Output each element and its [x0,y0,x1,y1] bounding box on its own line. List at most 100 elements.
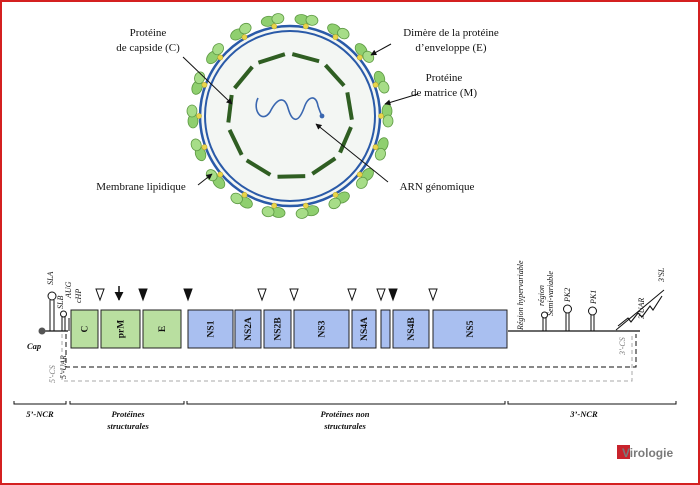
envelope-label-line2: d’enveloppe (E) [415,42,486,54]
gene-box-ns5 [432,309,508,349]
envelope-monomer-icon [382,114,394,128]
pk2-label: PK2 [563,288,572,303]
matrix-protein-icon [201,144,208,150]
virion-labels: Protéine de capside (C) Dimère de la pro… [96,27,499,193]
host-signalase-cleavage-icon [183,288,193,302]
gene-label-c: C [81,325,91,332]
virion-callouts [182,43,419,186]
region-label-nonstructural-line2: structurales [323,421,366,431]
envelope-monomer-icon [305,14,319,26]
matrix-protein-icon [378,113,384,119]
genomic-rna-strand [255,97,323,121]
five-uar-label: 5'-UAR [59,355,68,379]
matrix-protein-icon [271,23,278,30]
envelope-monomer-icon [261,206,275,218]
pk2-loop-icon [563,304,572,314]
envelope-dimer-icon [230,22,252,41]
envelope-dimer-icon [378,103,394,128]
region-bracket [186,401,506,405]
capsid-segment [338,126,353,154]
envelope-monomer-icon [239,22,252,35]
rna-end-dot [319,113,325,119]
envelope-dimer-icon [295,202,320,219]
capsid-segment [233,65,254,90]
rna-label: ARN génomique [400,181,475,193]
envelope-monomer-icon [230,192,243,205]
gene-box-ns2b [263,309,292,349]
matrix-protein-icon [241,191,248,198]
three-sl-strand [615,289,665,331]
sla-loop-icon [47,291,57,301]
gene-label-ns3: NS3 [318,320,328,337]
pk1-stem-icon [590,315,595,331]
gene-box-ns4b [392,309,430,349]
capsid-shell [226,52,354,179]
viral-protease-cleavage-icon [95,288,105,302]
gene-label-ns2b: NS2B [274,317,284,341]
lipid-membrane-inner [204,30,376,202]
capsid-label-line2: de capside (C) [116,42,180,54]
cap-label: Cap [27,341,41,351]
envelope-dimer-icon [372,137,389,161]
envelope-monomer-icon [295,207,309,219]
matrix-protein-icon [356,54,363,61]
gene-label-ns4b: NS4B [407,317,417,341]
envelope-dimer-icon [260,13,285,30]
viral-protease-cleavage-icon [257,288,267,302]
region-label-5ncr: 5’-NCR [26,409,54,419]
cs-cyclization-line [61,334,633,382]
region-bracket [13,401,67,405]
membrane-pointer [197,173,213,186]
region-label-nonstructural-line1: Protéines non [321,409,370,419]
capsid-segment [277,174,306,179]
matrix-protein-icon [217,54,224,61]
matrix-protein-icon [332,191,339,198]
matrix-protein-icon [201,82,208,88]
matrix-protein-icon [372,144,379,150]
rna-pointer [315,123,389,183]
cap-icon [38,327,46,335]
capsid-segment [323,63,346,88]
envelope-monomer-icon [328,197,341,210]
aug-label: AUG [64,281,73,299]
envelope-dimer-icon [190,138,208,162]
capsid-segment [311,156,337,176]
gene-label-ns5: NS5 [466,320,476,337]
region-label-3ncr: 3’-NCR [569,409,598,419]
three-cs-label: 3'-CS [618,337,627,356]
matrix-protein-icon [302,202,309,209]
gene-box-ns4a [351,309,377,349]
capsid-segment [291,52,320,64]
semivariable-loop-icon [541,311,548,319]
chp-label: cHP [74,289,83,303]
region-label-structural-line2: structurales [106,421,149,431]
envelope-dimer-icon [261,202,286,218]
envelope-monomer-icon [337,27,350,40]
matrix-pointer [384,93,419,106]
envelope-monomer-icon [356,176,368,189]
three-sl-label: 3'SL [657,267,666,283]
slb-label: SLB [56,296,65,309]
capsid-segment [345,92,354,121]
envelope-monomer-icon [212,43,224,56]
gene-label-e: E [158,326,168,332]
logo-text: Virologie [622,446,673,460]
envelope-monomer-icon [271,13,285,25]
region-bracket [69,401,185,405]
cleavage-markers [95,286,438,302]
envelope-dimer-icon [327,23,350,41]
envelope-dimer-icon [206,43,224,65]
matrix-label-line1: Protéine [426,72,463,84]
envelope-dimer-icon [191,71,208,95]
slb-loop-icon [60,310,67,318]
hypervariable-label: Région hypervariable [516,260,525,331]
matrix-protein-icon [196,113,202,119]
pk2-stem-icon [565,313,570,331]
envelope-dimer-icon [294,14,319,30]
sla-stem-icon [49,300,55,331]
region-label-structural-line1: Protéines [111,409,145,419]
region-bracket [507,401,677,405]
gene-label-ns1: NS1 [207,320,217,337]
